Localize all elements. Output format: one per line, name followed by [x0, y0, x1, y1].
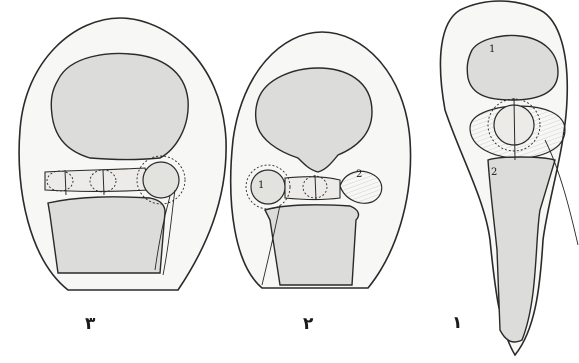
panel-2-lower-bone: [265, 205, 358, 285]
panel-2-marker-2: 2: [356, 169, 362, 180]
panel-2: 1 2: [231, 32, 411, 288]
panel-2-lesion-1: [251, 170, 285, 204]
panel-2-joint-space: [285, 177, 340, 200]
panel-1-upper-bone: [467, 36, 558, 100]
panel-2-marker-1: 1: [258, 180, 264, 191]
panel-1-marker-1: 1: [489, 44, 495, 55]
panel-number-2: ٢: [303, 314, 313, 334]
panel-number-1: ١: [452, 313, 462, 333]
panel-3-joint-space: [45, 168, 150, 192]
panel-1-marker-2: 2: [491, 167, 497, 178]
panel-3: [19, 18, 226, 290]
panel-1: 1 2: [440, 1, 578, 355]
panel-3-lower-bone: [48, 197, 165, 273]
panel-3-upper-bone: [51, 53, 188, 159]
panel-3-lesion: [143, 162, 179, 198]
panel-number-3: ٣: [85, 314, 95, 334]
panel-1-lower-bone: [488, 157, 555, 342]
